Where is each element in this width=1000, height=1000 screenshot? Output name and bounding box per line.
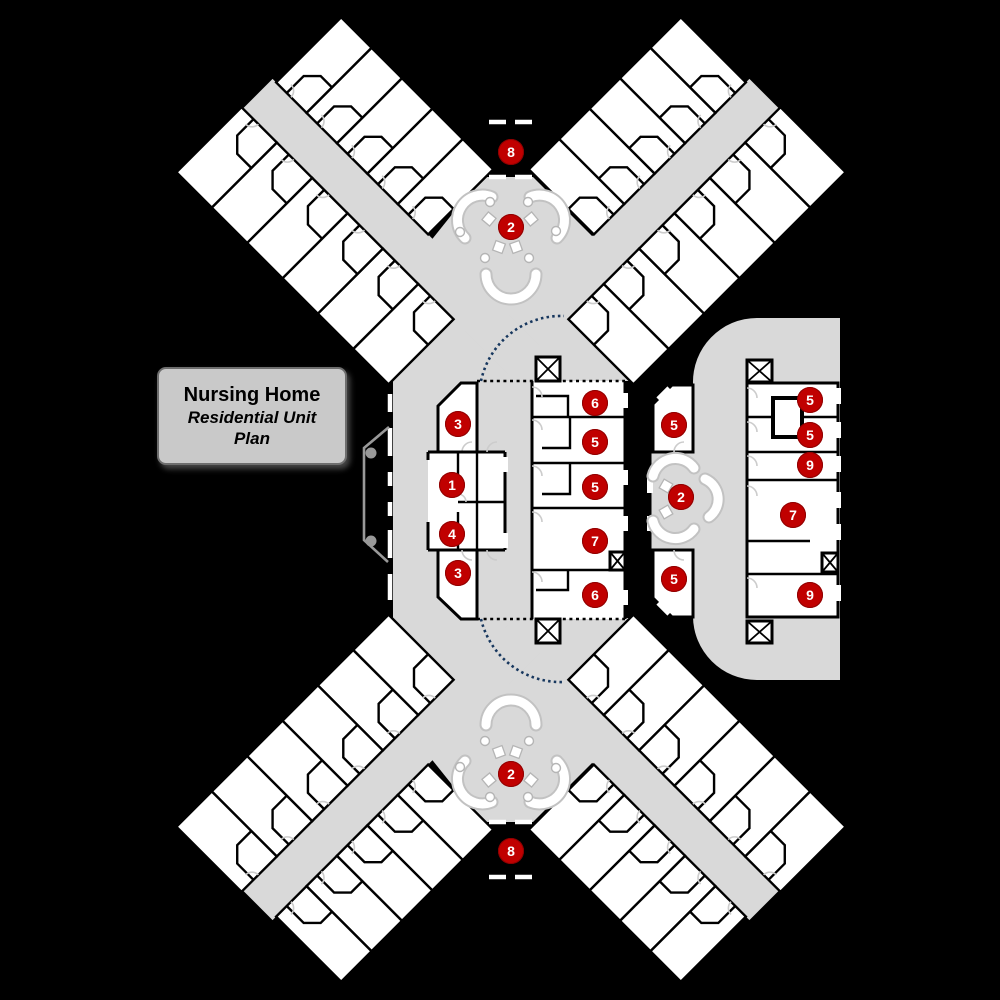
plan-title-box: Nursing Home Residential Unit Plan — [157, 367, 347, 465]
room-marker[interactable]: 2 — [668, 484, 694, 510]
room-marker[interactable]: 8 — [498, 139, 524, 165]
plan-title: Nursing Home — [183, 384, 321, 407]
lounge-bottom-furniture — [450, 693, 572, 811]
room-marker[interactable]: 1 — [439, 472, 465, 498]
lounge-top-furniture — [450, 188, 572, 306]
room-marker[interactable]: 5 — [797, 387, 823, 413]
room-marker[interactable]: 8 — [498, 838, 524, 864]
room-marker[interactable]: 9 — [797, 452, 823, 478]
middle-core-rooms — [530, 381, 628, 619]
room-marker[interactable]: 3 — [445, 411, 471, 437]
east-core-rooms — [745, 358, 841, 645]
room-marker[interactable]: 5 — [582, 429, 608, 455]
annotation-lines — [477, 314, 625, 684]
plan-subtitle: Residential Unit Plan — [187, 408, 317, 448]
elevator-shafts — [534, 355, 562, 645]
room-marker[interactable]: 6 — [582, 390, 608, 416]
entrance-doors — [489, 119, 532, 880]
room-marker[interactable]: 2 — [498, 214, 524, 240]
west-facade — [362, 394, 393, 600]
room-marker[interactable]: 3 — [445, 560, 471, 586]
room-marker[interactable]: 2 — [498, 761, 524, 787]
room-marker[interactable]: 6 — [582, 582, 608, 608]
room-marker[interactable]: 5 — [661, 566, 687, 592]
room-marker[interactable]: 5 — [797, 422, 823, 448]
east-windows — [835, 388, 841, 601]
room-marker[interactable]: 5 — [661, 412, 687, 438]
room-marker[interactable]: 7 — [582, 528, 608, 554]
room-marker[interactable]: 4 — [439, 521, 465, 547]
room-marker[interactable]: 5 — [582, 474, 608, 500]
room-marker[interactable]: 7 — [780, 502, 806, 528]
room-marker[interactable]: 9 — [797, 582, 823, 608]
